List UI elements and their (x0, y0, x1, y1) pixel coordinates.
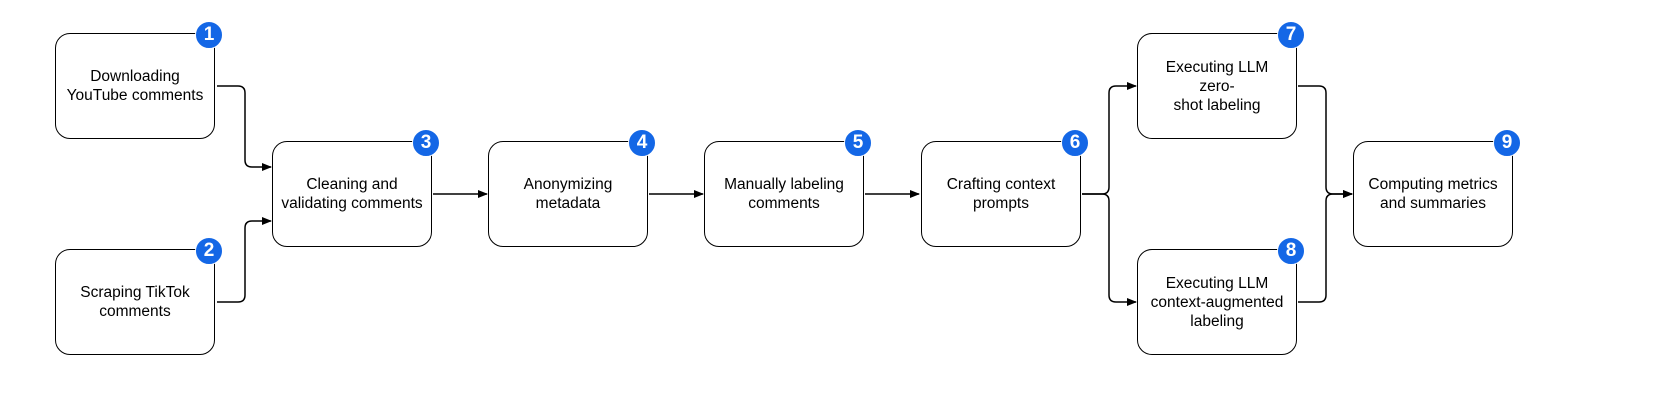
connector-2-to-3 (217, 217, 272, 303)
connector-6-to-7 (1082, 82, 1137, 195)
step-7-box: Executing LLM zero- shot labeling 7 (1137, 21, 1305, 139)
step-4-box: Anonymizing metadata 4 (488, 129, 656, 247)
step-8-box: Executing LLM context-augmented labeling… (1137, 237, 1305, 355)
step-5-badge: 5 (844, 129, 872, 157)
step-4-badge: 4 (628, 129, 656, 157)
step-4-label: Anonymizing metadata (523, 176, 613, 212)
step-5-label: Manually labeling comments (724, 176, 844, 212)
step-6-box: Crafting context prompts 6 (921, 129, 1089, 247)
step-6-badge: 6 (1061, 129, 1089, 157)
step-2-label: Scraping TikTok comments (80, 284, 190, 320)
step-8-badge: 8 (1277, 237, 1305, 265)
step-6-label: Crafting context prompts (946, 176, 1056, 212)
step-1-label: Downloading YouTube comments (66, 68, 204, 104)
step-9-label: Computing metrics and summaries (1368, 176, 1498, 212)
step-2-badge: 2 (195, 237, 223, 265)
step-3-badge: 3 (412, 129, 440, 157)
step-1-box: Downloading YouTube comments 1 (55, 21, 223, 139)
step-9-box: Computing metrics and summaries 9 (1353, 129, 1521, 247)
step-7-label: Executing LLM zero- shot labeling (1165, 58, 1269, 114)
step-5-box: Manually labeling comments 5 (704, 129, 872, 247)
step-9-badge: 9 (1493, 129, 1521, 157)
step-8-label: Executing LLM context-augmented labeling (1150, 274, 1284, 330)
step-2-box: Scraping TikTok comments 2 (55, 237, 223, 355)
step-1-badge: 1 (195, 21, 223, 49)
step-3-box: Cleaning and validating comments 3 (272, 129, 440, 247)
connector-7-to-9 (1298, 85, 1353, 198)
connector-6-to-8 (1082, 193, 1137, 306)
step-3-label: Cleaning and validating comments (281, 176, 423, 212)
connector-1-to-3 (217, 85, 272, 171)
step-7-badge: 7 (1277, 21, 1305, 49)
connector-8-to-9 (1298, 190, 1353, 303)
